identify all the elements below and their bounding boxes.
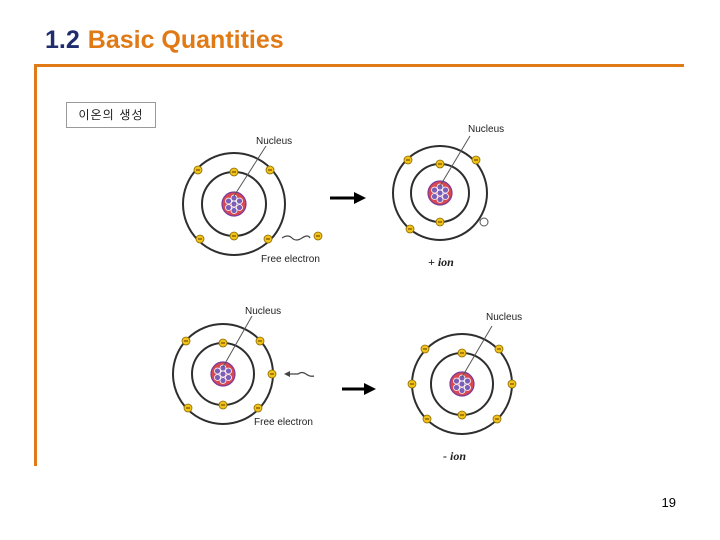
nucleus-label-4: Nucleus xyxy=(486,312,522,323)
section-number: 1.2 xyxy=(45,26,80,54)
page-number: 19 xyxy=(661,495,676,510)
nucleus-label-1: Nucleus xyxy=(256,136,292,147)
title-text: Basic Quantities xyxy=(87,26,284,54)
nucleus-label-2: Nucleus xyxy=(468,124,504,135)
free-electron-label-1: Free electron xyxy=(261,254,320,265)
ion-formation-label: 이온의 생성 xyxy=(66,102,156,128)
atom-neutral-top xyxy=(182,145,323,256)
arrow-right-icon xyxy=(342,383,376,395)
atom-positive-ion xyxy=(392,135,489,241)
atom-neutral-bottom xyxy=(172,315,315,425)
nucleus-label-3: Nucleus xyxy=(245,306,281,317)
left-rule xyxy=(34,64,37,466)
negative-ion-label: - ion xyxy=(443,449,466,463)
atom-negative-ion xyxy=(407,325,517,435)
title-underline xyxy=(34,64,684,67)
free-electron-label-2: Free electron xyxy=(254,417,313,428)
arrow-right-icon xyxy=(330,192,366,204)
positive-ion-label: + ion xyxy=(428,255,454,269)
